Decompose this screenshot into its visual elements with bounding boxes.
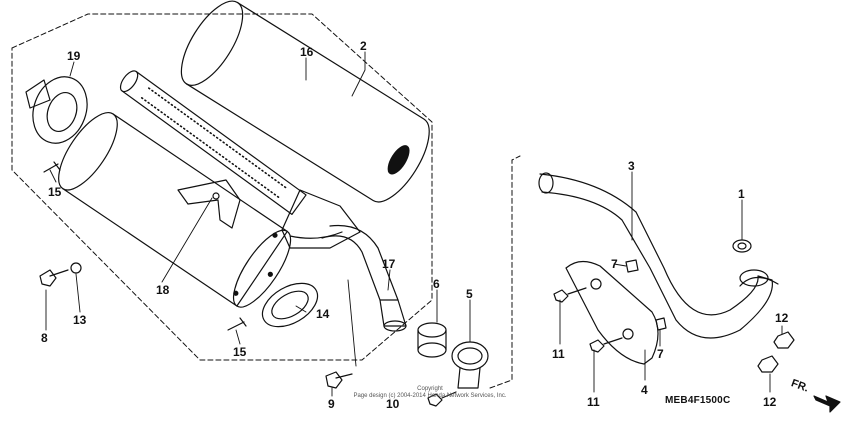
callout-6: 6 [433, 277, 440, 291]
callout-16: 16 [300, 45, 314, 59]
callout-7-upper: 7 [611, 257, 618, 271]
clip-lower [655, 317, 667, 331]
callout-9: 9 [328, 397, 335, 411]
nut-lower [757, 355, 779, 373]
callout-10: 10 [386, 397, 400, 411]
muffler-packing [180, 0, 430, 203]
callout-4: 4 [641, 383, 648, 397]
muffler-gasket [261, 282, 319, 328]
callout-11-upper: 11 [552, 347, 565, 361]
muffler-body [58, 112, 292, 308]
bolt-8 [39, 269, 69, 287]
band-clamp [451, 341, 489, 389]
end-cap [25, 76, 88, 144]
exhaust-header-pipe [539, 173, 773, 339]
callout-12-upper: 12 [775, 311, 789, 325]
callout-7-lower: 7 [657, 347, 664, 361]
callout-19: 19 [67, 49, 81, 63]
callout-8: 8 [41, 331, 48, 345]
heat-guard [565, 260, 659, 365]
clip-upper [625, 259, 639, 273]
callout-11-lower: 11 [587, 395, 600, 409]
callout-5: 5 [466, 287, 473, 301]
header-gasket [732, 239, 752, 253]
inner-pipe [119, 70, 307, 215]
muffler-bracket [177, 179, 241, 229]
leader-lines [45, 51, 783, 397]
header-group-outline [489, 155, 521, 389]
bolt-11-upper [553, 287, 587, 303]
callout-1: 1 [738, 187, 745, 201]
callout-13: 13 [73, 313, 87, 327]
screw-15-upper [43, 161, 61, 173]
fr-arrow [813, 395, 841, 413]
callout-3: 3 [628, 159, 635, 173]
nut-upper [773, 331, 795, 349]
muffler-end-cone [281, 189, 361, 249]
screw-15-lower [227, 317, 247, 331]
diagram-code: MEB4F1500C [665, 395, 731, 406]
bolt-11-lower [589, 337, 623, 353]
callout-2: 2 [360, 39, 367, 53]
callout-14: 14 [316, 307, 330, 321]
callout-15-upper: 15 [48, 185, 62, 199]
callout-12-lower: 12 [763, 395, 777, 409]
washer-13 [70, 262, 82, 274]
joint-sleeve [417, 322, 447, 358]
callout-17: 17 [382, 257, 396, 271]
bolt-9 [325, 371, 353, 389]
connecting-pipe [321, 224, 399, 301]
callout-18: 18 [156, 283, 170, 297]
callout-15-lower: 15 [233, 345, 247, 359]
bolt-10 [427, 391, 457, 407]
